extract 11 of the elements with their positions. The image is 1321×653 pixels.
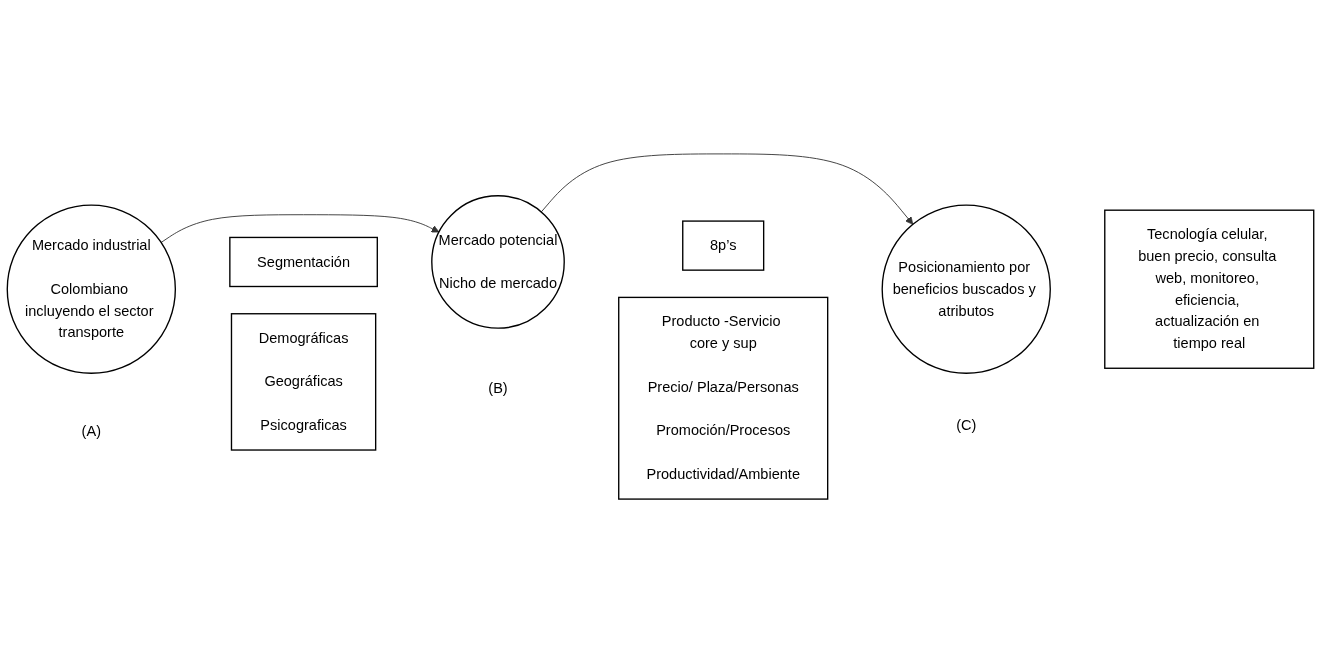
node-circle: Mercado potencial Nicho de mercado <box>431 195 565 329</box>
node-box: Segmentación <box>229 236 378 288</box>
node-box: 8p’s <box>682 220 765 271</box>
node-box: Demográficas Geográficas Psicograficas <box>230 313 377 451</box>
node-box: Producto -Servicio core y sup Precio/ Plaza/Personas Promoción/Procesos Productividad/Ambiente <box>618 296 829 500</box>
node-label: (C) <box>956 416 977 433</box>
node-box: Tecnología celular, buen precio, consulta web, monitoreo, eficiencia, actualización en tiempo real <box>1104 209 1315 369</box>
node-circle: Mercado industrial Colombiano incluyendo el sector transporte <box>6 204 176 374</box>
node-circle: Posicionamiento por beneficios buscados y atributos <box>881 204 1051 374</box>
node-label: (A) <box>81 423 101 439</box>
node-label: (B) <box>488 380 508 396</box>
